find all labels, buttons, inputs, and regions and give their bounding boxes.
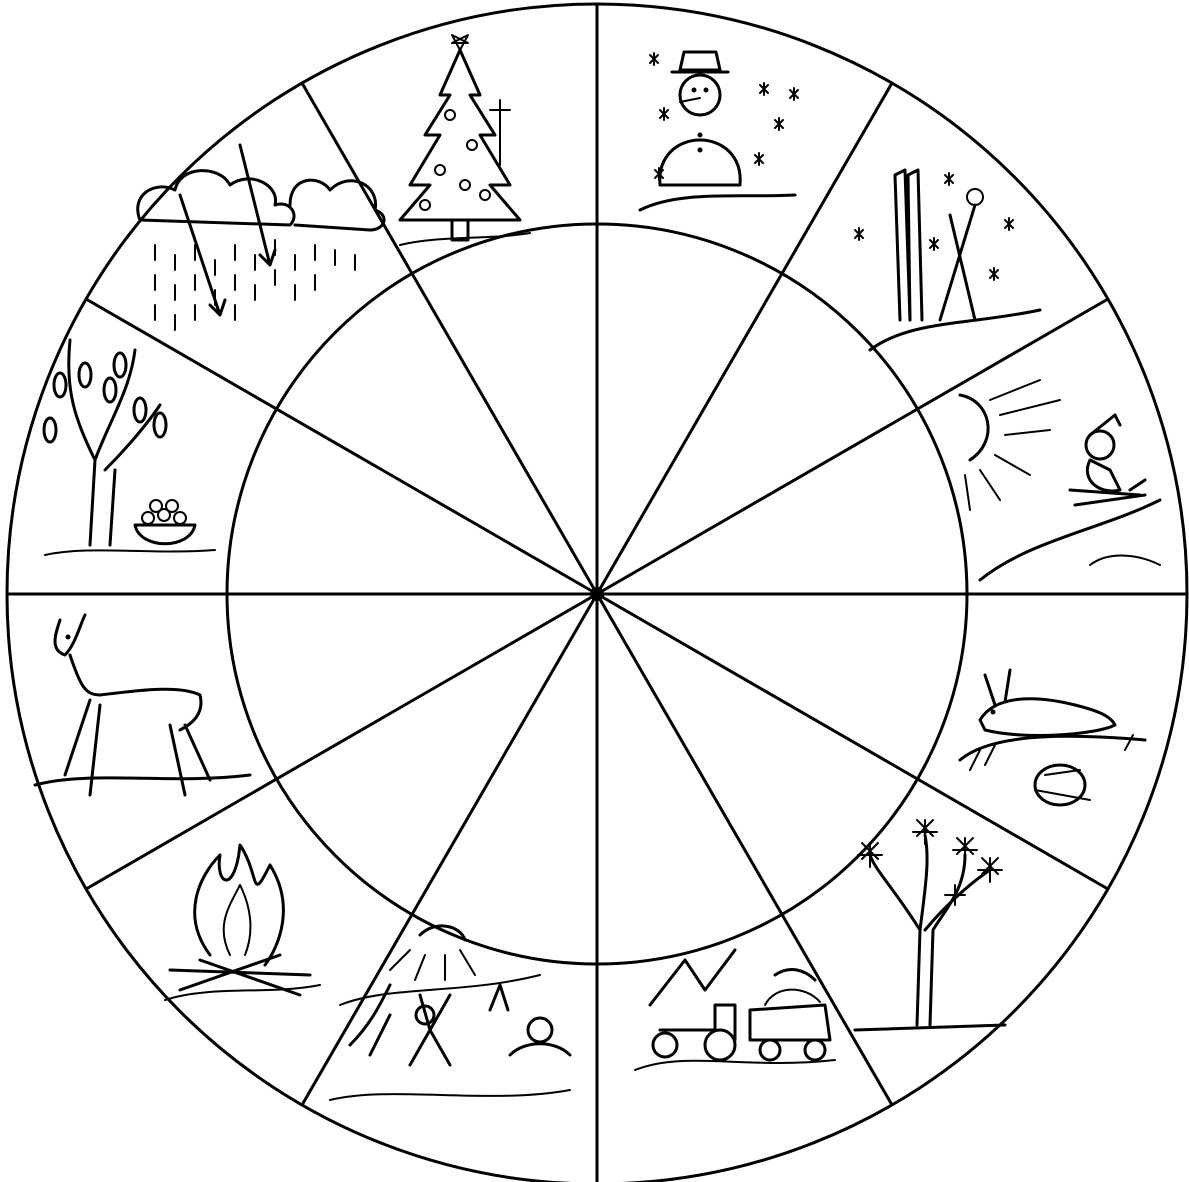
center-dot	[590, 587, 604, 601]
